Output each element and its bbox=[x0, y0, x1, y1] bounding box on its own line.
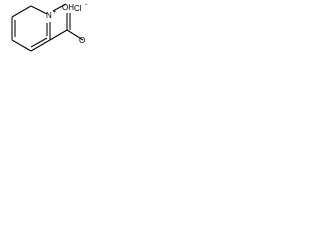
molecule-drawing: N + O OH Cl − bbox=[0, 0, 111, 69]
bond-ring-top-left bbox=[11, 5, 32, 18]
bond-ring-bottom-left bbox=[11, 39, 32, 52]
pyridinium-core bbox=[11, 5, 51, 52]
chloride-label: Cl bbox=[74, 4, 82, 13]
bond-carboxyl-c-o bbox=[66, 29, 84, 41]
bond-ring-to-carboxyl bbox=[49, 29, 68, 41]
bond-ring-top-right bbox=[30, 5, 48, 15]
nitrogen-charge: + bbox=[53, 10, 57, 16]
nitrogen-label: N bbox=[46, 11, 52, 20]
atom-labels: N + O OH Cl − bbox=[46, 2, 88, 45]
double-bond-ring-bottom bbox=[30, 37, 48, 48]
background bbox=[0, 0, 111, 69]
methyl-bond bbox=[52, 3, 67, 12]
bond-ring-bottom-right bbox=[30, 39, 51, 52]
carbonyl-oxygen-label: O bbox=[79, 36, 85, 45]
hydroxyl-label: OH bbox=[62, 3, 74, 12]
structure-diagram: N + O OH Cl − bbox=[0, 0, 111, 69]
chloride-charge: − bbox=[84, 2, 88, 8]
carboxyl-group bbox=[49, 13, 84, 41]
